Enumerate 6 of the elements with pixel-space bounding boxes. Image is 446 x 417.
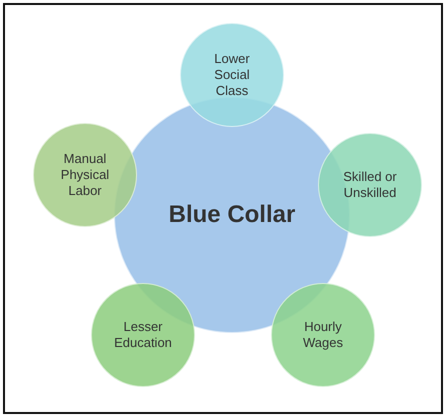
node-label: Lower Social Class bbox=[213, 50, 251, 100]
node-label: Lesser Education bbox=[113, 318, 173, 352]
node-label: Skilled or Unskilled bbox=[342, 168, 398, 202]
node-label: Manual Physical Labor bbox=[60, 150, 110, 200]
node-label: Hourly Wages bbox=[302, 318, 344, 352]
center-label: Blue Collar bbox=[168, 200, 296, 230]
